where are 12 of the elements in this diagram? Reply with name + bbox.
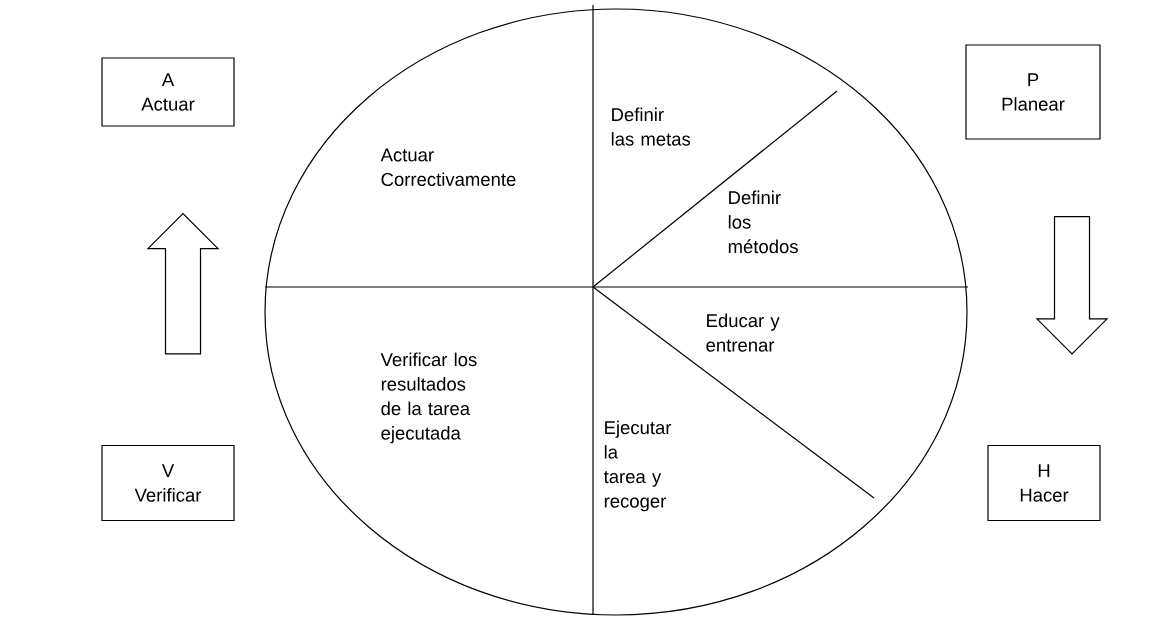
block-arrow: [1035, 216, 1109, 355]
labeled-box: H Hacer: [987, 444, 1101, 522]
sector-label: Verificar los resultados de la tarea ejecutada: [380, 352, 477, 444]
sector-label: Ejecutar la tarea y recoger: [603, 420, 672, 512]
labeled-box: A Actuar: [101, 57, 235, 127]
block-arrow: [146, 212, 220, 355]
labeled-box: V Verificar: [101, 444, 235, 522]
sector-label: Definir las metas: [611, 107, 691, 146]
sector-label: Educar y entrenar: [706, 313, 780, 352]
sector-label: Definir los métodos: [728, 190, 798, 254]
sector-label: Actuar Correctivamente: [380, 148, 516, 186]
labeled-box: P Planear: [965, 44, 1101, 140]
